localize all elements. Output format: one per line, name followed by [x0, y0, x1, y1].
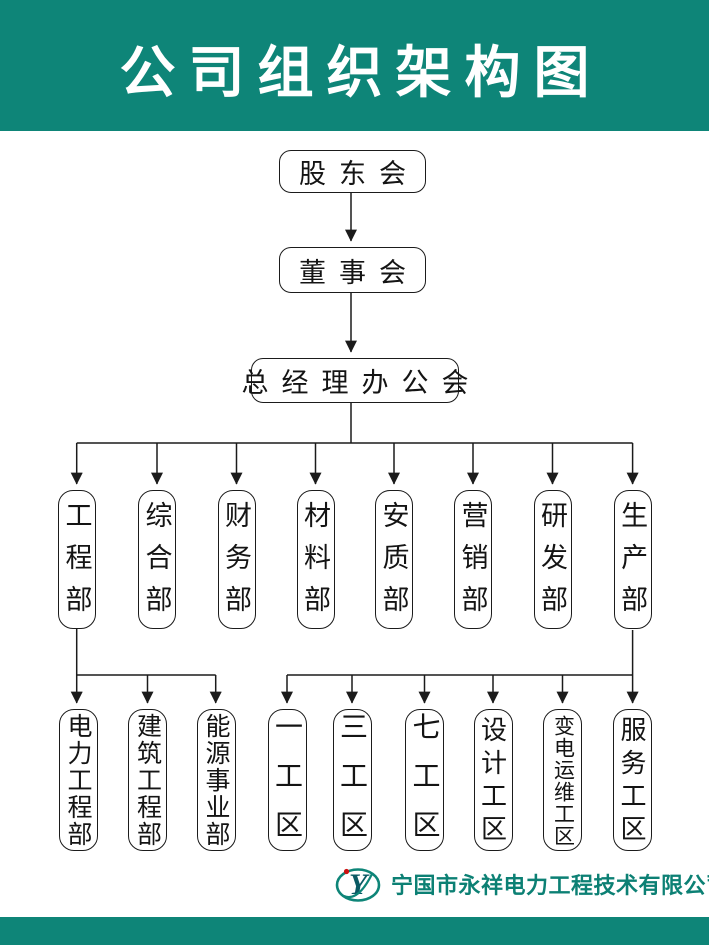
logo-letter: Y: [349, 868, 370, 901]
node-general-affairs-dept: 综合部: [138, 490, 176, 629]
footer-brand: Y 宁国市永祥电力工程技术有限公司: [332, 856, 709, 912]
node-design-work-zone: 设计工区: [473, 709, 513, 851]
node-gm-office-meeting: 总经理办公会: [242, 358, 469, 403]
node-safety-quality-dept: 安质部: [375, 490, 413, 629]
poster-title: 公司组织架构图: [119, 41, 603, 104]
node-materials-dept: 材料部: [296, 490, 335, 629]
company-name: 宁国市永祥电力工程技术有限公司: [391, 873, 709, 898]
header-banner: 公司组织架构图: [0, 0, 709, 131]
logo-red-dot: [343, 868, 350, 875]
bottom-bar: [0, 917, 709, 945]
node-finance-dept: 财务部: [217, 490, 256, 629]
node-engineering-dept: 工程部: [58, 490, 96, 629]
node-marketing-dept: 营销部: [454, 490, 492, 629]
node-rnd-dept: 研发部: [533, 490, 572, 629]
node-shareholders-meeting: 股东会: [279, 150, 426, 193]
node-work-zone-3: 三工区: [332, 709, 372, 859]
node-construction-engineering-dept: 建筑工程部: [128, 709, 167, 851]
company-logo: Y: [335, 868, 381, 902]
node-production-dept: 生产部: [613, 490, 652, 629]
node-energy-division: 能源事业部: [196, 709, 236, 851]
node-power-engineering-dept: 电力工程部: [58, 709, 98, 851]
node-work-zone-7: 七工区: [405, 709, 444, 859]
node-substation-om-work-zone: 变电运维工区: [543, 709, 582, 851]
node-service-work-zone: 服务工区: [613, 709, 652, 851]
node-board-of-directors: 董事会: [279, 247, 426, 293]
node-work-zone-1: 一工区: [267, 709, 307, 859]
